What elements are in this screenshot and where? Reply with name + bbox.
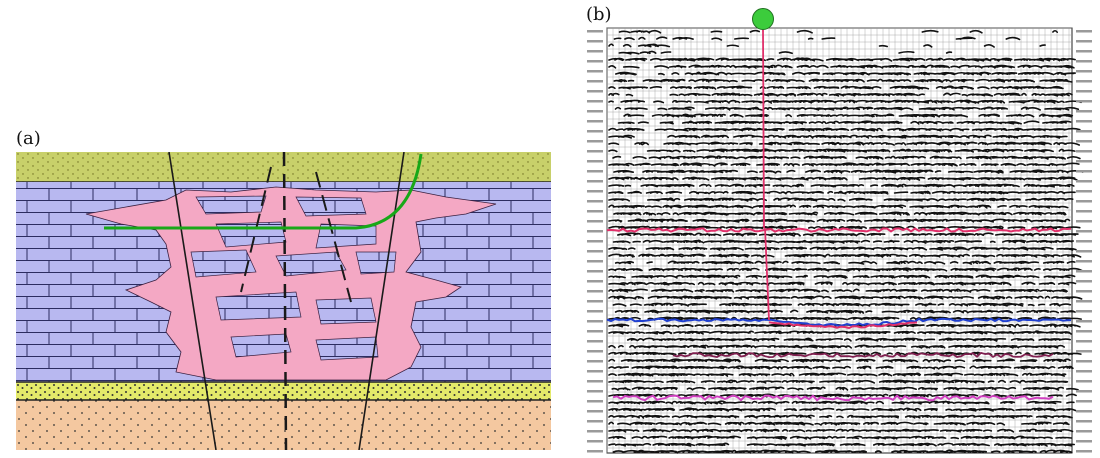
horizon-pink-segment: [768, 321, 918, 329]
horizon-blue: [606, 317, 1072, 327]
time-axis-right: [1076, 30, 1092, 453]
geologic-cross-section: [16, 152, 551, 450]
horizon-red: [606, 227, 1072, 233]
time-axis-left: [587, 30, 603, 453]
sand-layer: [16, 382, 551, 400]
horizontal-well-path: [104, 153, 423, 230]
fault-lines: [168, 152, 405, 450]
well-trajectory: [762, 29, 765, 229]
panel-label-a: (a): [16, 128, 41, 149]
well-trajectory-lower: [764, 227, 770, 321]
base-layer: [16, 400, 551, 450]
horizon-magenta: [612, 394, 1054, 402]
karst-collapse-zone: [85, 186, 497, 381]
seismic-section: [587, 8, 1092, 454]
horizon-dark-red: [672, 351, 1054, 359]
seismic-wiggles: [608, 29, 1084, 454]
green-circle-well-marker: [752, 8, 774, 30]
panel-label-b: (b): [586, 4, 612, 25]
